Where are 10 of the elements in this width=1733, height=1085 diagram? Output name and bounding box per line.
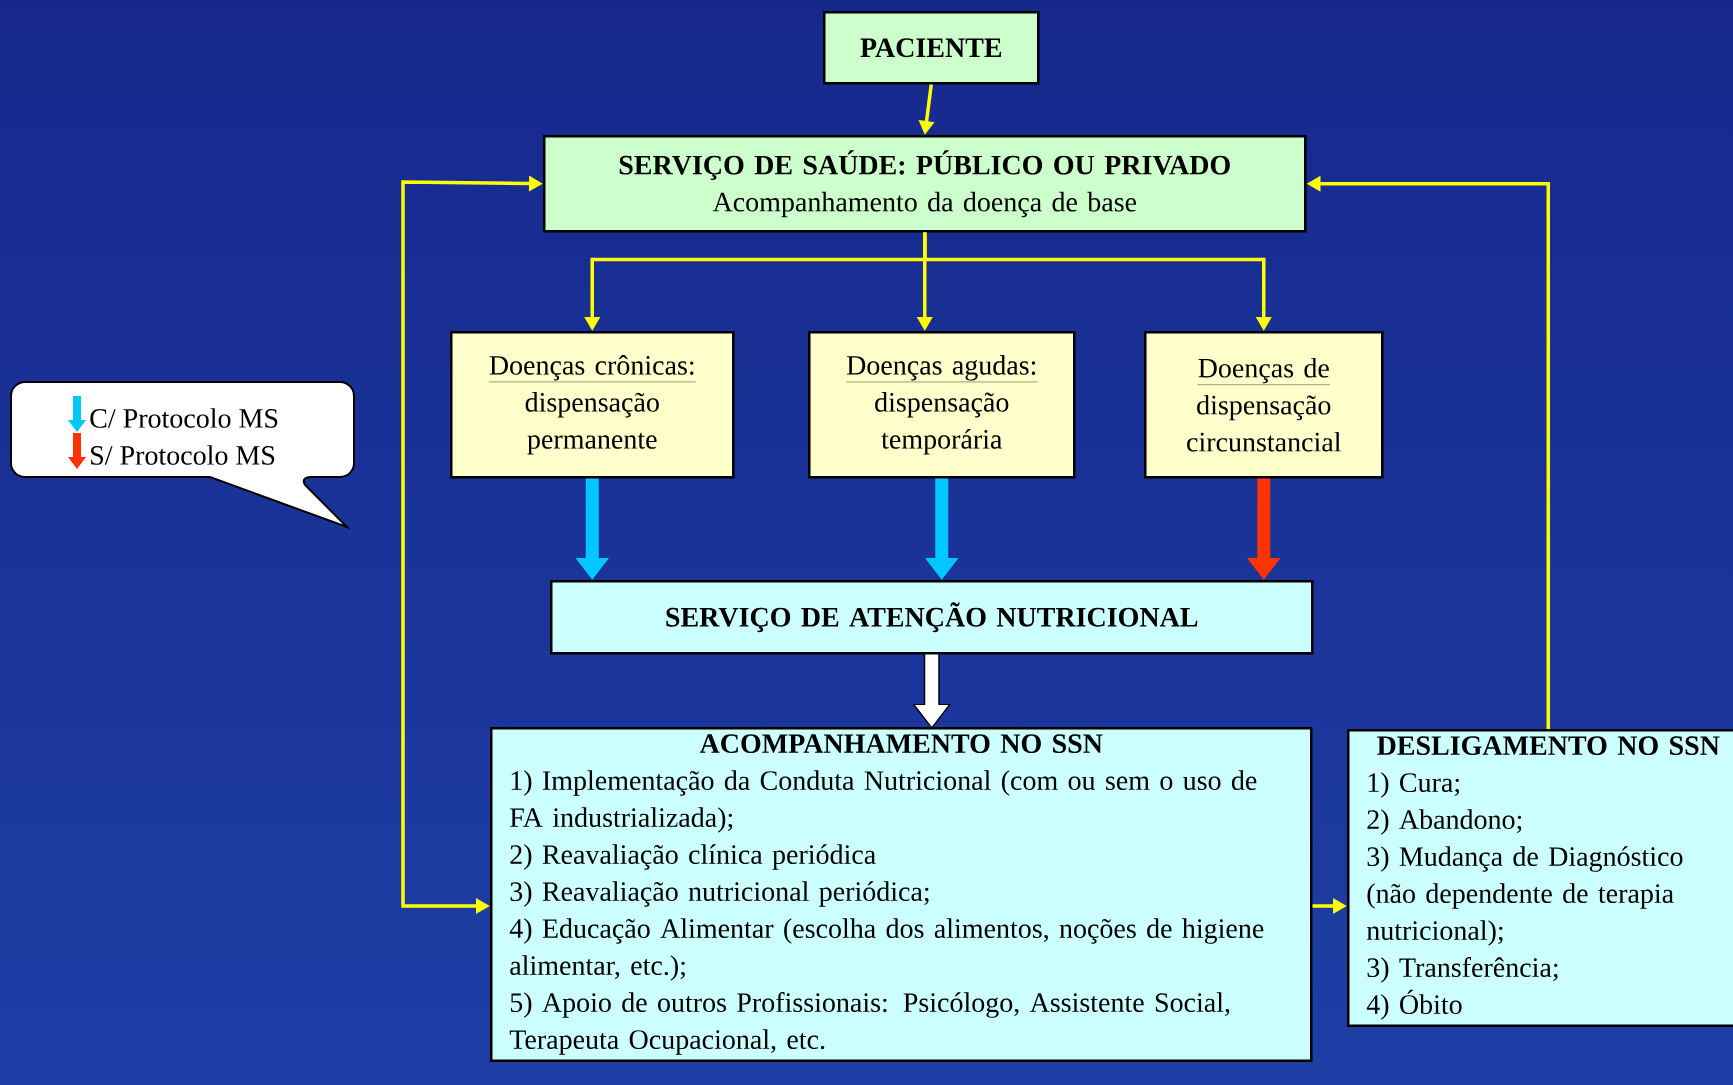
process-box: ACOMPANHAMENTO NO SSN 1) Implementação da Conduta Nutricional (com ou sem o uso de FA industrializada); 2) Reavaliação clínica periódica 3) Reavaliação nutricional periódica; 4) Educação Alimentar (escolha dos alimentos, noções de higiene alimentar, etc.); 5) Apoio de outros Profissionais: Psicólogo, Assistente Social, Terapeuta Ocupacional, etc. [490, 727, 1313, 1062]
legend-text: S/ Protocolo MS [91, 445, 275, 465]
process-box: Doenças de dispensação circunstancial [1144, 331, 1384, 479]
process-box: Doenças agudas: dispensação temporária [808, 331, 1076, 479]
process-box: PACIENTE [823, 11, 1040, 85]
process-box: SERVIÇO DE ATENÇÃO NUTRICIONAL [550, 580, 1314, 655]
legend-text: C/ Protocolo MS [90, 408, 278, 428]
process-box: SERVIÇO DE SAÚDE: PÚBLICO OU PRIVADO Acompanhamento da doença de base [543, 135, 1307, 233]
process-box: DESLIGAMENTO NO SSN 1) Cura; 2) Abandono; 3) Mudança de Diagnóstico (não dependente de terapia nutricional); 3) Transferência; 4) Óbito [1347, 729, 1733, 1027]
process-box: Doenças crônicas: dispensação permanente [450, 331, 735, 479]
